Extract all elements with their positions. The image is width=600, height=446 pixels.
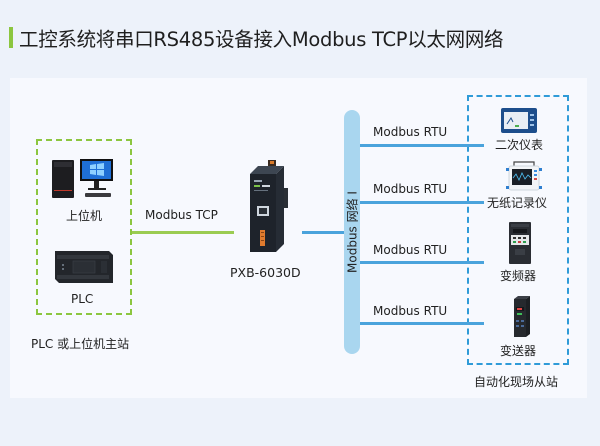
plc-icon xyxy=(55,251,113,283)
slave-device-label: 变送器 xyxy=(500,344,537,358)
page-header: 工控系统将串口RS485设备接入Modbus TCP以太网网络 xyxy=(9,25,504,51)
secondary-meter-icon xyxy=(501,108,537,133)
rtu-link-line xyxy=(360,201,484,204)
master-group-caption: PLC 或上位机主站 xyxy=(31,337,130,351)
paperless-recorder-icon xyxy=(506,161,542,191)
slave-device-label: 二次仪表 xyxy=(495,138,544,152)
modbus-bus xyxy=(344,110,360,354)
master-group-box xyxy=(36,139,132,315)
slave-device-label: 变频器 xyxy=(500,269,537,283)
slave-device-label: 无纸记录仪 xyxy=(487,196,548,210)
bus-label: Modbus 网络 I xyxy=(345,191,360,273)
master-device-label: PLC xyxy=(71,292,94,306)
rtu-link-label: Modbus RTU xyxy=(373,182,448,196)
diagram-card xyxy=(10,78,587,398)
rtu-link-label: Modbus RTU xyxy=(373,125,448,139)
tcp-link-label: Modbus TCP xyxy=(145,208,218,222)
rtu-link-line xyxy=(360,144,484,147)
transmitter-icon xyxy=(514,296,530,337)
slave-group-caption: 自动化现场从站 xyxy=(474,375,559,389)
slave-group-box xyxy=(467,95,569,365)
gateway-device-icon xyxy=(250,160,288,252)
inverter-icon xyxy=(509,222,531,264)
page-title: 工控系统将串口RS485设备接入Modbus TCP以太网网络 xyxy=(19,27,504,51)
gateway-bus-line xyxy=(302,231,346,234)
rtu-link-label: Modbus RTU xyxy=(373,243,448,257)
desktop-computer-icon xyxy=(52,159,113,198)
rtu-link-line xyxy=(360,261,484,264)
title-accent-bar xyxy=(9,26,13,48)
gateway-label: PXB-6030D xyxy=(230,265,301,280)
tcp-link-line xyxy=(132,231,234,234)
rtu-link-line xyxy=(360,322,484,325)
rtu-link-label: Modbus RTU xyxy=(373,304,448,318)
master-device-label: 上位机 xyxy=(66,209,103,223)
